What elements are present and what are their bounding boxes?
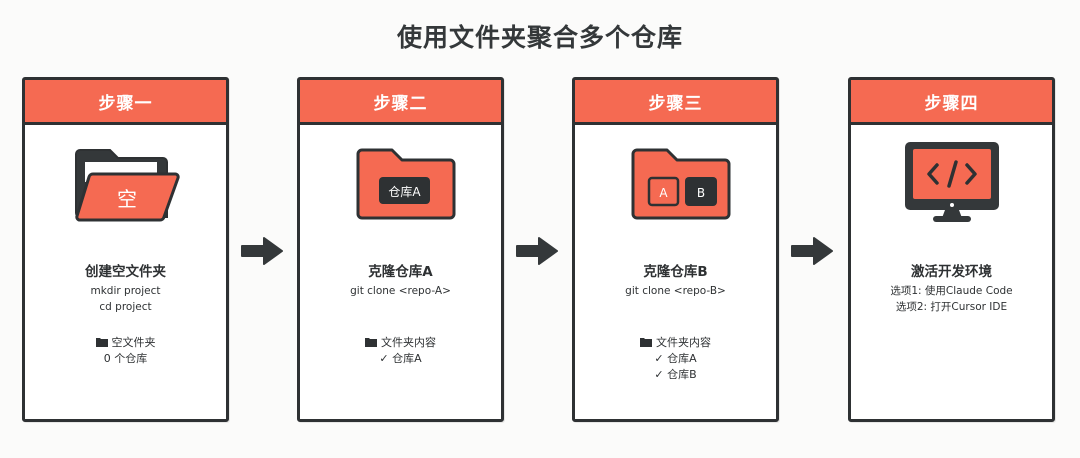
step-header: 步骤四 (851, 80, 1052, 125)
step-card-1: 步骤一 空 创建空文件夹 mkdir project cd project 空文… (22, 77, 229, 422)
option-line: 选项2: 打开Cursor IDE (895, 301, 1008, 313)
command-line: git clone <repo-A> (350, 285, 451, 297)
folder-icon (365, 338, 377, 347)
command-line: mkdir project (90, 285, 161, 297)
step-card-2: 步骤二 仓库A 克隆仓库A git clone <repo-A> 文件夹内容 ✓… (297, 77, 504, 422)
option-line: 选项1: 使用Claude Code (890, 285, 1013, 297)
folder-status: 空文件夹 0 个仓库 (25, 335, 226, 367)
step-header: 步骤一 (25, 80, 226, 125)
folder-label-text: 空 (117, 187, 137, 211)
step-header: 步骤三 (575, 80, 776, 125)
folder-icon: A B (575, 142, 776, 232)
repo-b-badge: B (697, 186, 705, 200)
repo-a-badge: A (659, 186, 668, 200)
arrow-right-icon (790, 237, 834, 265)
status-line: ✓ 仓库A (654, 352, 697, 365)
open-folder-icon: 空 (25, 142, 226, 232)
step-title: 创建空文件夹 (85, 264, 166, 280)
diagram-title: 使用文件夹聚合多个仓库 (396, 23, 683, 52)
step-title: 克隆仓库A (368, 264, 433, 280)
folder-icon (640, 338, 652, 347)
arrow-right-icon (240, 237, 284, 265)
status-line: 0 个仓库 (103, 352, 148, 365)
folder-icon (95, 338, 108, 347)
monitor-code-icon (851, 138, 1052, 228)
status-line: ✓ 仓库B (654, 368, 697, 381)
step-card-3: 步骤三 A B 克隆仓库B git clone <repo-B> 文件夹内容 ✓… (572, 77, 779, 422)
step-card-4: 步骤四 激活开发环境 选项1: 使用Claude Code 选项2: 打开Cur… (848, 77, 1055, 422)
arrow-right-icon (515, 237, 559, 265)
status-folder-label: 文件夹内容 (656, 336, 711, 349)
command-line: cd project (99, 301, 152, 313)
folder-icon: 仓库A (300, 142, 501, 232)
repo-a-badge: 仓库A (388, 184, 421, 199)
folder-status: 文件夹内容 ✓ 仓库A ✓ 仓库B (575, 335, 776, 383)
step-title: 激活开发环境 (911, 264, 992, 280)
status-line: ✓ 仓库A (379, 352, 422, 365)
step-title: 克隆仓库B (643, 264, 708, 280)
status-folder-label: 文件夹内容 (381, 336, 436, 349)
step-header: 步骤二 (300, 80, 501, 125)
command-line: git clone <repo-B> (625, 285, 726, 297)
folder-status: 文件夹内容 ✓ 仓库A (300, 335, 501, 367)
status-folder-label: 空文件夹 (111, 336, 156, 349)
